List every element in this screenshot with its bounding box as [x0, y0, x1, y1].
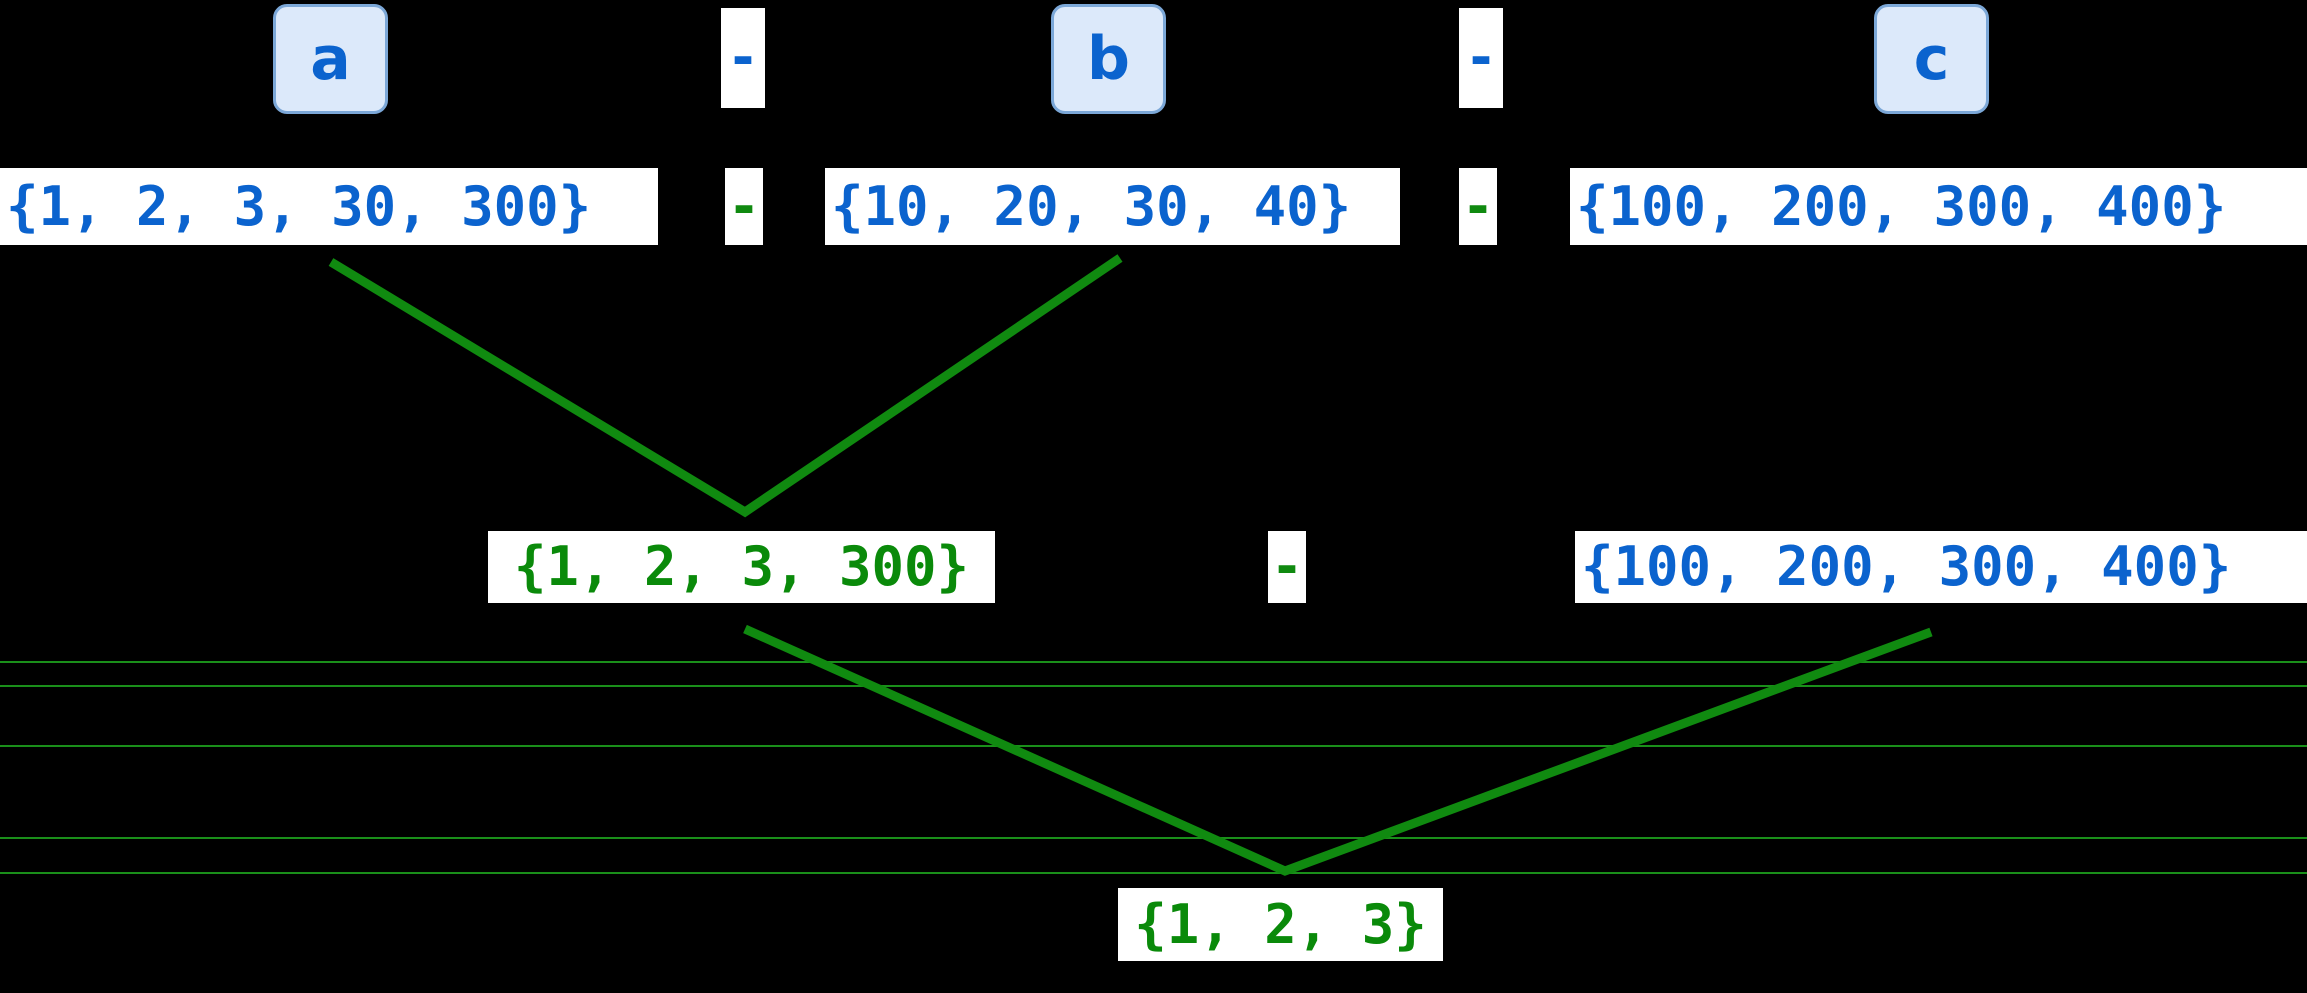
variable-chip-c[interactable]: c: [1874, 4, 1989, 114]
minus-operator-2: -: [1459, 8, 1503, 108]
intermediate-operand-set-text: {100, 200, 300, 400}: [1581, 535, 2232, 598]
minus-operator-5: -: [1268, 531, 1306, 603]
set-value-a: {1, 2, 3, 30, 300}: [0, 168, 658, 245]
minus-operator-1-symbol: -: [726, 26, 760, 89]
connector-lower-v: [743, 624, 1933, 876]
set-value-b-text: {10, 20, 30, 40}: [831, 174, 1352, 238]
variable-chip-c-label: c: [1913, 24, 1950, 94]
minus-operator-4-symbol: -: [1461, 174, 1495, 238]
minus-operator-5-symbol: -: [1270, 535, 1304, 598]
minus-operator-4: -: [1459, 168, 1497, 245]
set-value-b: {10, 20, 30, 40}: [825, 168, 1400, 245]
set-value-c: {100, 200, 300, 400}: [1570, 168, 2307, 245]
variable-chip-a-label: a: [310, 24, 351, 94]
intermediate-result-set: {1, 2, 3, 300}: [488, 531, 995, 603]
minus-operator-3: -: [725, 168, 763, 245]
final-result-set: {1, 2, 3}: [1118, 888, 1443, 961]
scanline-group: [0, 661, 2307, 874]
intermediate-operand-set: {100, 200, 300, 400}: [1575, 531, 2307, 603]
minus-operator-3-symbol: -: [727, 174, 761, 238]
intermediate-result-set-text: {1, 2, 3, 300}: [513, 535, 970, 598]
variable-chip-b-label: b: [1087, 24, 1130, 94]
variable-chip-b[interactable]: b: [1051, 4, 1166, 114]
variable-chip-a[interactable]: a: [273, 4, 388, 114]
minus-operator-1: -: [721, 8, 765, 108]
connector-upper-v: [328, 254, 1123, 518]
set-value-c-text: {100, 200, 300, 400}: [1576, 174, 2227, 238]
minus-operator-2-symbol: -: [1464, 26, 1498, 89]
set-value-a-text: {1, 2, 3, 30, 300}: [6, 174, 592, 238]
final-result-set-text: {1, 2, 3}: [1134, 892, 1427, 956]
